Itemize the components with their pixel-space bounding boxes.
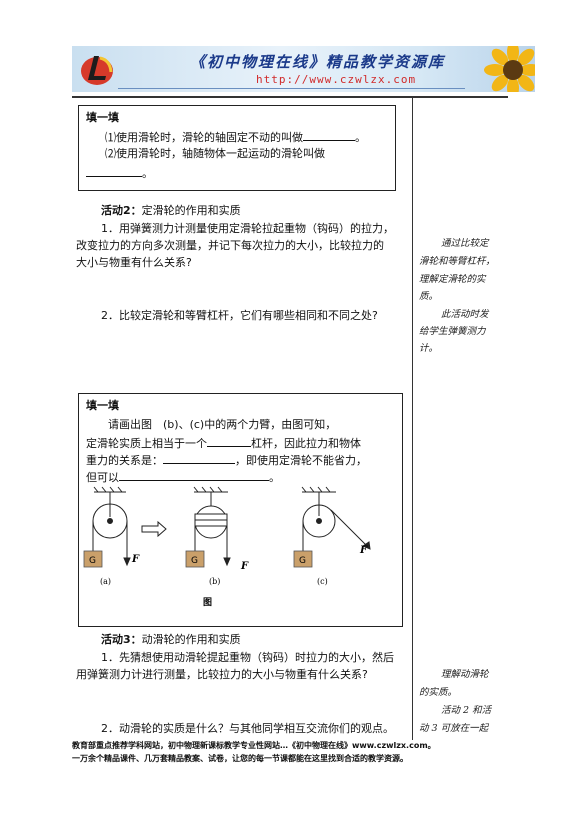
side-note: 滑轮和等臂杠杆， xyxy=(419,256,496,267)
activity2-title: 活动2：定滑轮的作用和实质 xyxy=(101,204,241,217)
footer-line-1: 教育部重点推荐学科网站，初中物理新课标教学专业性网站…《初中物理在线》www.c… xyxy=(72,741,436,750)
weight-label-c: G xyxy=(299,556,306,566)
banner-url[interactable]: http://www.czwlzx.com xyxy=(256,73,417,86)
blank-movable-pulley[interactable] xyxy=(86,165,142,177)
force-label-b: F xyxy=(240,561,249,572)
force-label-c: F xyxy=(359,545,368,556)
activity2-q2: 2．比较定滑轮和等臂杠杆，它们有哪些相同和不同之处? xyxy=(101,309,378,322)
box1-line1: ⑴使用滑轮时，滑轮的轴固定不动的叫做。 xyxy=(105,129,366,144)
side-note: 通过比较定 xyxy=(441,238,489,249)
side-note: 给学生弹簧测力 xyxy=(419,326,486,337)
caption-c: (c) xyxy=(317,577,328,586)
activity3-q1-line1: 1．先猜想使用动滑轮提起重物（钩码）时拉力的大小，然后 xyxy=(101,651,394,664)
activity2-q1-line2: 改变拉力的方向多次测量，并记下每次拉力的大小，比较拉力的 xyxy=(76,239,384,252)
blank-fixed-pulley[interactable] xyxy=(303,129,355,141)
force-label-a: F xyxy=(131,554,140,565)
banner-title: 《初中物理在线》精品教学资源库 xyxy=(190,53,446,71)
side-note: 计。 xyxy=(419,343,439,354)
side-note: 理解动滑轮 xyxy=(441,669,489,680)
box1-line3: 。 xyxy=(86,165,153,181)
margin-column-divider xyxy=(412,97,413,740)
box1-heading: 填一填 xyxy=(86,111,119,124)
fill-in-box-1 xyxy=(78,105,396,191)
activity2-q1-line1: 1．用弹簧测力计测量使用定滑轮拉起重物（钩码）的拉力， xyxy=(101,222,394,235)
banner-underline xyxy=(118,88,465,89)
caption-a: (a) xyxy=(100,577,111,586)
box2-line2: 定滑轮实质上相当于一个杠杆，因此拉力和物体 xyxy=(86,435,361,450)
blank-force-relation[interactable] xyxy=(163,452,235,464)
side-note: 此活动时发 xyxy=(441,309,489,320)
pulley-figure: G G G F F F (a) (b) (c) 图 xyxy=(83,486,371,608)
box2-line1: 请画出图 (b)、(c)中的两个力臂，由图可知， xyxy=(108,418,337,431)
side-note: 的实质。 xyxy=(419,687,458,698)
box2-line3: 重力的关系是：，即使用定滑轮不能省力， xyxy=(86,452,367,467)
weight-label-a: G xyxy=(89,556,96,566)
side-note: 活动 2 和活 xyxy=(441,705,492,716)
figure-label: 图 xyxy=(203,597,212,608)
side-note: 动 3 可放在一起 xyxy=(419,723,489,734)
sunflower-icon xyxy=(484,46,535,92)
box2-heading: 填一填 xyxy=(86,399,119,412)
activity3-q1-line2: 用弹簧测力计进行测量，比较拉力的大小与物重有什么关系? xyxy=(76,668,368,681)
blank-direction-change[interactable] xyxy=(119,469,269,481)
fill-in-box-2 xyxy=(78,393,403,627)
activity2-q1-line3: 大小与物重有什么关系? xyxy=(76,256,192,269)
header-banner: 《初中物理在线》精品教学资源库 http://www.czwlzx.com xyxy=(72,46,535,92)
blank-lever-type[interactable] xyxy=(207,435,251,447)
side-note: 理解定滑轮的实 xyxy=(419,274,486,285)
header-rule xyxy=(72,96,508,98)
footer-line-2: 一万余个精品课件、几万套精品教案、试卷，让您的每一节课都能在这里找到合适的教学资… xyxy=(72,754,408,763)
site-logo-icon xyxy=(81,56,113,85)
box2-line4: 但可以。 xyxy=(86,469,280,484)
side-note: 质。 xyxy=(419,291,439,302)
activity3-q2: 2．动滑轮的实质是什么？与其他同学相互交流你们的观点。 xyxy=(101,722,394,735)
weight-label-b: G xyxy=(191,556,198,566)
caption-b: (b) xyxy=(209,577,220,586)
activity3-title: 活动3：动滑轮的作用和实质 xyxy=(101,633,241,646)
box1-line2: ⑵使用滑轮时，轴随物体一起运动的滑轮叫做 xyxy=(105,147,325,160)
